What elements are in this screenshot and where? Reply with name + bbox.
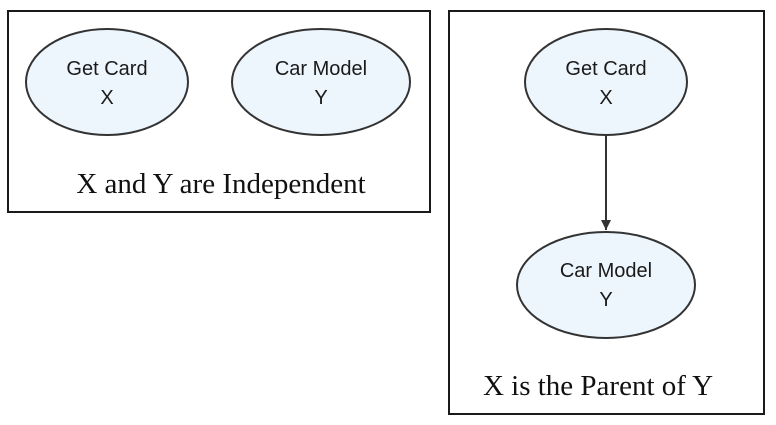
node-car-model-y-parent: Car Model Y: [516, 231, 696, 339]
node-ellipse: [524, 28, 688, 136]
node-car-model-y-independent: Car Model Y: [231, 28, 411, 136]
node-get-card-x-parent: Get Card X: [524, 28, 688, 136]
node-ellipse: [231, 28, 411, 136]
node-label-line1: Get Card: [66, 58, 147, 80]
node-label-line2: Y: [314, 87, 327, 109]
node-label-line1: Get Card: [565, 58, 646, 80]
node-ellipse: [25, 28, 189, 136]
node-label-line1: Car Model: [275, 58, 367, 80]
panel-independent-frame: [7, 10, 431, 213]
panel-independent: Get Card X Car Model Y X and Y are Indep…: [7, 10, 431, 213]
panel-independent-caption: X and Y are Independent: [76, 168, 365, 200]
panel-parent-frame: [448, 10, 765, 415]
panel-parent: Get Card X Car Model Y X is the Parent o…: [448, 10, 765, 415]
node-label-line2: X: [599, 87, 612, 109]
node-label-line2: Y: [599, 289, 612, 311]
node-ellipse: [516, 231, 696, 339]
node-label-line1: Car Model: [560, 260, 652, 282]
panel-parent-caption: X is the Parent of Y: [483, 370, 713, 402]
node-label-line2: X: [100, 87, 113, 109]
node-get-card-x-independent: Get Card X: [25, 28, 189, 136]
